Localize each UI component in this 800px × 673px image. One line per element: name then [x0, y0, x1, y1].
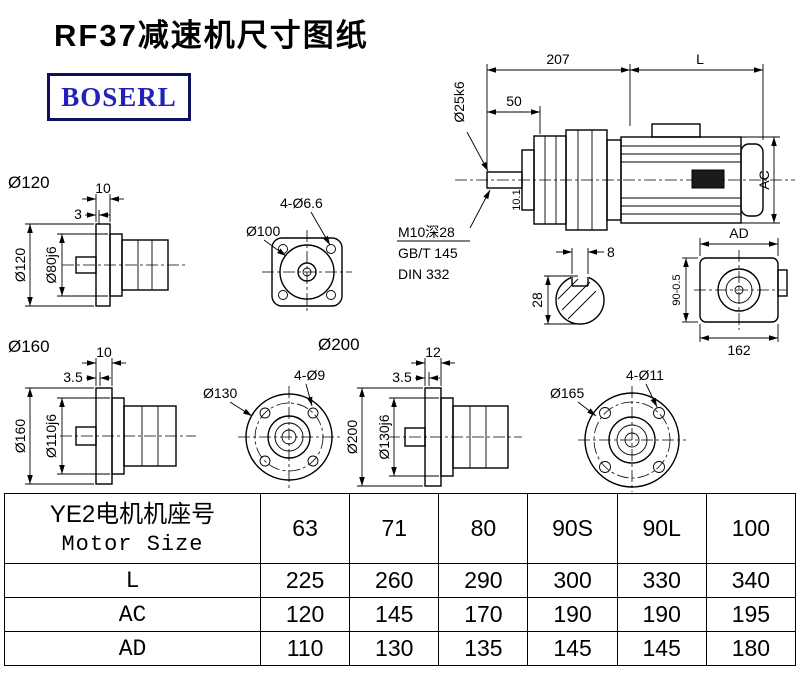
thread-note: M10深28 — [398, 224, 455, 240]
value-AC-90S: 190 — [527, 597, 618, 632]
standard-gbt: GB/T 145 — [398, 245, 458, 261]
view-flange-130-circle: Ø130 4-Ø9 — [203, 367, 340, 488]
table-header-row: YE2电机机座号 Motor Size 63 71 80 90S 90L 100 — [4, 493, 797, 564]
dim-200-12: 12 — [425, 344, 441, 360]
dim-AC: AC — [756, 170, 772, 189]
value-AC-90L: 190 — [616, 597, 707, 632]
view-flange-100: 4-Ø6.6 Ø100 — [246, 195, 352, 314]
motor-size-col-90S: 90S — [527, 493, 618, 564]
section-label-120: Ø120 — [8, 173, 50, 192]
boserl-logo: BOSERL — [47, 73, 191, 121]
view-main-assembly: 207 L 50 Ø25k6 10.1 AC M10深28 GB/T 145 D… — [397, 51, 795, 282]
dim-28: 28 — [529, 292, 545, 308]
dim-shaft-diameter: Ø25k6 — [451, 81, 467, 122]
dim-AD: AD — [729, 225, 748, 241]
row-label-AC: AC — [4, 597, 261, 632]
value-L-90S: 300 — [527, 563, 618, 598]
value-AD-90S: 145 — [527, 631, 618, 666]
dim-100-holes: 4-Ø6.6 — [280, 195, 323, 211]
view-flange-200: Ø200 12 3.5 Ø200 Ø130j6 — [318, 335, 522, 487]
motor-size-col-71: 71 — [349, 493, 440, 564]
dim-160-spigot: Ø110j6 — [43, 414, 59, 458]
dim-200-35: 3.5 — [392, 369, 412, 385]
table-row-L: L 225 260 290 300 330 340 — [4, 563, 797, 598]
motor-size-header-en: Motor Size — [61, 531, 204, 557]
view-flange-165-circle: Ø165 4-Ø11 — [550, 367, 686, 492]
value-L-71: 260 — [349, 563, 440, 598]
view-side-ad: AD 162 90-0.5 — [671, 225, 788, 358]
dim-162: 162 — [727, 342, 751, 358]
motor-size-header-cell: YE2电机机座号 Motor Size — [4, 493, 261, 564]
dim-L: L — [696, 51, 704, 67]
technical-drawing: 207 L 50 Ø25k6 10.1 AC M10深28 GB/T 145 D… — [8, 51, 795, 492]
dim-165-dia: Ø165 — [550, 385, 584, 401]
table-row-AD: AD 110 130 135 145 145 180 — [4, 631, 797, 666]
value-AC-63: 120 — [259, 597, 351, 632]
dim-120-spigot: Ø80j6 — [43, 246, 59, 284]
value-L-100: 340 — [705, 563, 797, 598]
view-shaft-keyway-section: 8 28 — [529, 244, 615, 325]
motor-size-col-80: 80 — [438, 493, 529, 564]
value-L-63: 225 — [259, 563, 351, 598]
motor-size-col-63: 63 — [259, 493, 351, 564]
dim-200-spigot: Ø130j6 — [376, 414, 392, 459]
view-flange-120: Ø120 10 3 Ø120 Ø80j6 — [8, 173, 186, 307]
motor-size-header-cn: YE2电机机座号 — [49, 501, 216, 529]
value-AD-80: 135 — [438, 631, 529, 666]
dim-160-od: Ø160 — [12, 419, 28, 453]
value-AC-100: 195 — [705, 597, 797, 632]
section-label-160: Ø160 — [8, 337, 50, 356]
value-AD-63: 110 — [259, 631, 351, 666]
dim-90-tol: 90-0.5 — [671, 274, 683, 305]
logo-text: BOSERL — [61, 81, 177, 112]
value-L-90L: 330 — [616, 563, 707, 598]
dim-160-35: 3.5 — [63, 369, 83, 385]
row-label-L: L — [4, 563, 261, 598]
section-label-200: Ø200 — [318, 335, 360, 354]
value-AD-90L: 145 — [616, 631, 707, 666]
dim-50: 50 — [506, 93, 522, 109]
table-row-AC: AC 120 145 170 190 190 195 — [4, 597, 797, 632]
motor-size-col-90L: 90L — [616, 493, 707, 564]
dim-160-10: 10 — [96, 344, 112, 360]
dim-10-1: 10.1 — [511, 189, 523, 210]
page-title: RF37减速机尺寸图纸 — [54, 18, 369, 53]
standard-din: DIN 332 — [398, 266, 450, 282]
dim-207: 207 — [546, 51, 570, 67]
value-AC-80: 170 — [438, 597, 529, 632]
value-L-80: 290 — [438, 563, 529, 598]
value-AD-100: 180 — [705, 631, 797, 666]
dim-130-holes: 4-Ø9 — [294, 367, 325, 383]
dim-130-dia: Ø130 — [203, 385, 237, 401]
value-AC-71: 145 — [349, 597, 440, 632]
dim-100-dia: Ø100 — [246, 223, 280, 239]
row-label-AD: AD — [4, 631, 261, 666]
dim-120-3: 3 — [74, 206, 82, 222]
motor-size-col-100: 100 — [705, 493, 797, 564]
dim-120-10: 10 — [95, 180, 111, 196]
dim-165-holes: 4-Ø11 — [626, 367, 664, 383]
view-flange-160: Ø160 10 3.5 Ø160 Ø110j6 — [8, 337, 196, 485]
value-AD-71: 130 — [349, 631, 440, 666]
motor-size-table: YE2电机机座号 Motor Size 63 71 80 90S 90L 100… — [4, 493, 797, 666]
dim-key-width: 8 — [607, 244, 615, 260]
dim-200-od: Ø200 — [344, 420, 360, 454]
dim-120-od: Ø120 — [12, 248, 28, 282]
motor-nameplate — [691, 169, 725, 189]
